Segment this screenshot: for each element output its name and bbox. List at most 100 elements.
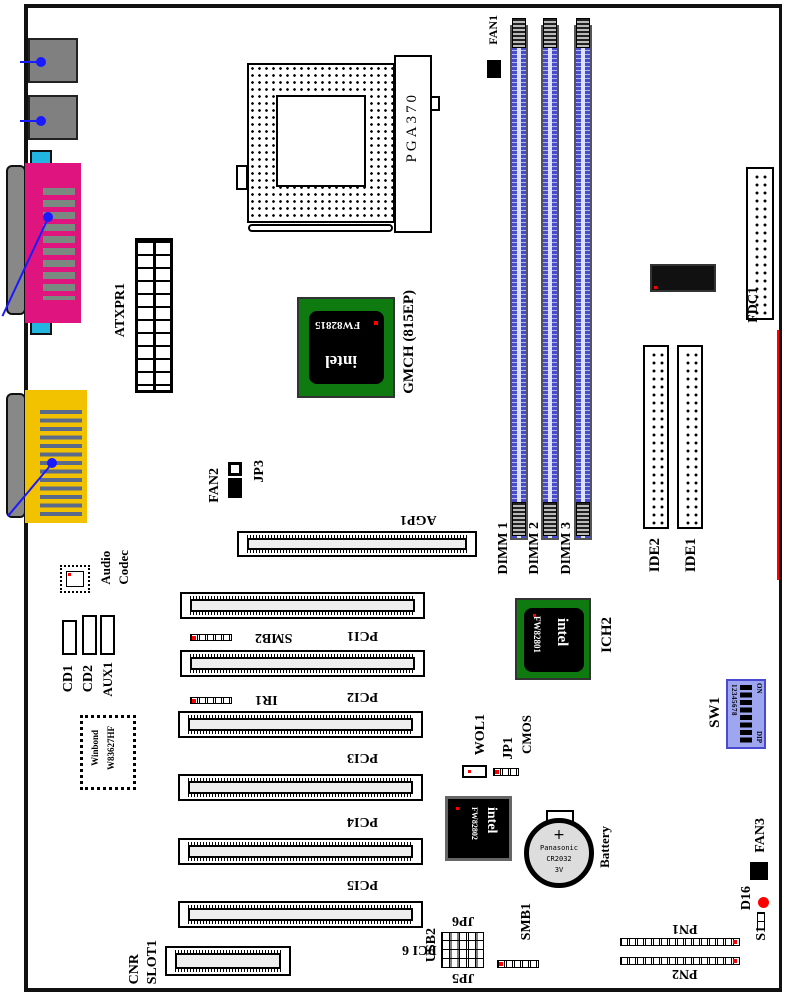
cmos-battery: + Panasonic CR2032 3V: [524, 818, 594, 888]
dimm-latch[interactable]: [512, 18, 526, 48]
pci2-label: PCI2: [347, 689, 379, 704]
led-d16: [758, 897, 769, 908]
pointer-dot: [36, 57, 46, 67]
ir1-label: IR1: [255, 692, 278, 707]
parallel-port[interactable]: [25, 163, 81, 323]
jp6-label: JP6: [452, 913, 475, 928]
fan3-label: FAN3: [753, 818, 768, 853]
cd1-label: CD1: [61, 665, 76, 693]
pci-slot-3[interactable]: [178, 711, 423, 738]
cpu-socket-label: PGA370: [404, 92, 420, 163]
serial-port[interactable]: [25, 390, 87, 523]
audio-codec-chip: [60, 565, 90, 593]
atx-power-connector[interactable]: [135, 238, 173, 393]
wol1-label: WOL1: [473, 714, 488, 756]
pn1-header[interactable]: [620, 938, 740, 946]
gmch-chip: FW82815 intel: [297, 297, 395, 398]
dimm-slot-1[interactable]: [510, 25, 528, 540]
agp-label: AGP1: [400, 512, 437, 527]
socket-lever[interactable]: [248, 224, 393, 232]
dip-numbers: 12345678: [730, 684, 738, 716]
socket-tab: [430, 96, 440, 111]
fan1-connector[interactable]: [487, 60, 501, 78]
dimm-slot-3[interactable]: [574, 25, 592, 540]
pn2-header[interactable]: [620, 957, 740, 965]
dimm-latch[interactable]: [576, 502, 590, 536]
ps2-keyboard-port[interactable]: [28, 95, 78, 140]
pci-slot-4[interactable]: [178, 774, 423, 801]
jp3-jumper[interactable]: [228, 462, 242, 476]
pn1-label: PN1: [672, 921, 698, 936]
ich2-die: FW82801 intel: [524, 608, 584, 672]
super-io-chip: Winbond W83627HF: [80, 715, 136, 790]
dimm-latch[interactable]: [543, 18, 557, 48]
fan2-connector[interactable]: [228, 478, 242, 498]
ide1-connector[interactable]: [677, 345, 703, 529]
ide1-label: IDE1: [683, 538, 699, 573]
dimm3-label: DIMM 3: [559, 522, 574, 575]
clock-generator-chip: [650, 264, 716, 292]
pin1-marker: [374, 321, 378, 325]
pci3-label: PCI3: [347, 750, 379, 765]
pci-slot-1[interactable]: [180, 592, 425, 619]
pointer-line: [20, 120, 40, 122]
smb1-header[interactable]: [497, 960, 539, 968]
pci5-label: PCI5: [347, 877, 379, 892]
board-edge-marker: [777, 330, 779, 580]
s1-label: S1: [754, 926, 769, 941]
pci-slot-5[interactable]: [178, 838, 423, 865]
socket-center: [276, 95, 366, 187]
s1-switch[interactable]: [757, 912, 765, 930]
ich2-label: ICH2: [599, 617, 615, 653]
cd2-label: CD2: [81, 665, 96, 693]
usb2-header[interactable]: [441, 932, 484, 968]
cd2-connector[interactable]: [82, 615, 97, 655]
agp-slot[interactable]: [237, 531, 477, 557]
pci-slot-6[interactable]: [178, 901, 423, 928]
pci-slot-2[interactable]: [180, 650, 425, 677]
ide2-label: IDE2: [647, 538, 663, 573]
aux1-connector[interactable]: [100, 615, 115, 655]
fan3-connector[interactable]: [750, 862, 768, 880]
dimm-latch[interactable]: [543, 502, 557, 536]
smb1-label: SMB1: [519, 903, 534, 941]
smb2-label: SMB2: [255, 630, 293, 645]
atx-power-label: ATXPR1: [113, 283, 128, 338]
floppy-connector[interactable]: [746, 167, 774, 320]
cd1-connector[interactable]: [62, 620, 77, 655]
jp5-label: JP5: [452, 970, 475, 985]
smb2-header[interactable]: [190, 634, 232, 641]
cpu-socket[interactable]: [247, 63, 395, 223]
dimm-slot-2[interactable]: [541, 25, 559, 540]
dimm-latch[interactable]: [512, 502, 526, 536]
battery-label: Battery: [597, 826, 612, 868]
usb2-label: USB2: [424, 928, 439, 963]
fan2-label: FAN2: [207, 468, 222, 503]
wol1-connector[interactable]: [462, 765, 487, 778]
fan1-label: FAN1: [486, 15, 500, 45]
ir1-header[interactable]: [190, 697, 232, 704]
cnr-slot[interactable]: [165, 946, 291, 976]
pointer-line: [20, 61, 40, 63]
d16-label: D16: [739, 886, 754, 911]
socket-tab: [236, 165, 248, 190]
dimm2-label: DIMM 2: [527, 522, 542, 575]
ich2-chip: FW82801 intel: [515, 598, 591, 680]
pn2-label: PN2: [672, 966, 698, 981]
jp1-label: JP1: [501, 737, 516, 760]
dip-switch[interactable]: 12345678 ON DIP: [726, 679, 766, 749]
aux1-label: AUX1: [100, 662, 115, 697]
dip-toggles[interactable]: [740, 685, 752, 745]
jp1-cmos-jumper[interactable]: [493, 768, 519, 776]
ide2-connector[interactable]: [643, 345, 669, 529]
cmos-label: CMOS: [519, 715, 534, 754]
gmch-die: FW82815 intel: [309, 311, 384, 384]
parallel-port-pins: [43, 188, 75, 300]
gmch-label: GMCH (815EP): [401, 290, 417, 394]
fdc-label: FDC1: [746, 287, 761, 323]
dimm-latch[interactable]: [576, 18, 590, 48]
pointer-dot: [36, 116, 46, 126]
socket-lever-side: [394, 55, 432, 233]
